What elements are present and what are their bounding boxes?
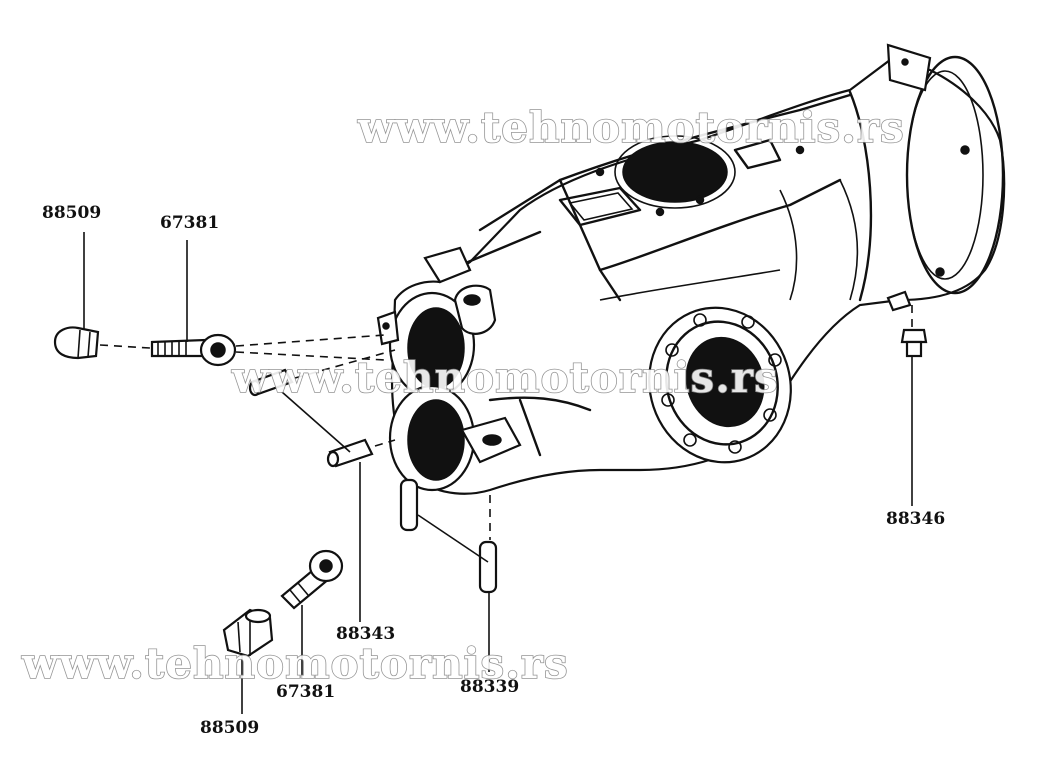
banjo-bolt-lower — [280, 549, 344, 610]
dowel-pin-bottom-lower — [478, 540, 498, 594]
banjo-bolt-upper — [150, 333, 237, 367]
leader-lines — [83, 232, 913, 714]
label-banjo-bolt-upper: 67381 — [160, 213, 219, 233]
label-dowel-pin-bottom: 88339 — [460, 677, 519, 697]
dowel-pin-upper-left — [248, 368, 294, 397]
label-cap-nut-upper: 88509 — [42, 203, 101, 223]
label-banjo-bolt-lower: 67381 — [276, 682, 335, 702]
watermark-middle: www.tehnomotornis.rs — [231, 353, 779, 402]
dowel-pin-bottom-upper — [399, 478, 419, 532]
label-cap-nut-lower: 88509 — [200, 718, 259, 738]
label-dowel-pin-left: 88343 — [336, 624, 395, 644]
watermark-bottom: www.tehnomotornis.rs — [21, 639, 569, 688]
assembly-lines — [99, 305, 913, 540]
drain-plug — [900, 328, 928, 358]
watermark-top: www.tehnomotornis.rs — [357, 103, 905, 152]
cap-nut-upper — [53, 326, 100, 360]
label-drain-plug: 88346 — [886, 509, 945, 529]
gearbox-housing — [376, 43, 1006, 495]
dowel-pin-lower-left — [326, 438, 374, 468]
cap-nut-lower — [222, 608, 274, 658]
